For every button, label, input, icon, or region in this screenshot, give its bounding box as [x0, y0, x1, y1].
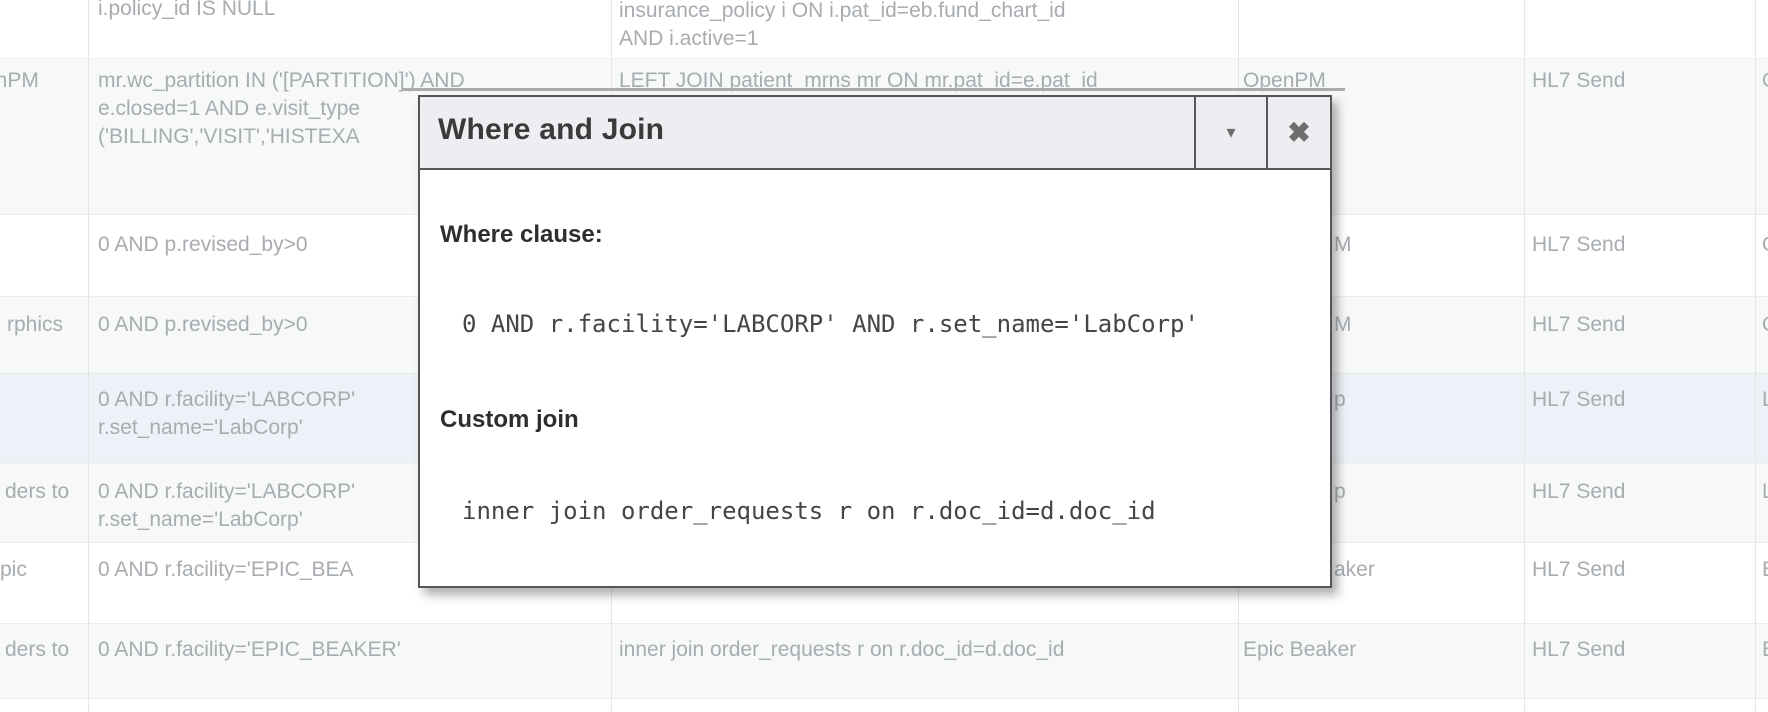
message-type-cell: HL7 Send	[1532, 388, 1626, 411]
message-type-cell: HL7 Send	[1532, 480, 1626, 503]
clipped-cell-text: aker	[1334, 558, 1375, 581]
source-cell-clipped: enPM	[0, 69, 39, 92]
where-clause-cell: 0 AND p.revised_by>0	[98, 313, 308, 336]
where-clause-cell: i.policy_id IS NULL	[98, 0, 276, 20]
where-clause-cell: 0 AND r.facility='EPIC_BEAKER'	[98, 638, 401, 661]
column-divider	[1524, 0, 1525, 712]
clipped-cell-text: M	[1334, 233, 1352, 256]
clipped-column-text: E	[1762, 556, 1768, 584]
dialog-title: Where and Join	[438, 113, 665, 146]
source-cell-clipped: rphics	[7, 313, 64, 336]
collapse-button[interactable]: ▾	[1194, 97, 1266, 168]
dialog-body: Where clause: 0 AND r.facility='LABCORP'…	[420, 170, 1330, 586]
where-clause-cell: mr.wc_partition IN ('[PARTITION]') AND e…	[98, 69, 465, 148]
system-cell: Epic Beaker	[1243, 638, 1357, 661]
dialog-shadow-line	[403, 88, 1345, 91]
table-row[interactable]: i.policy_id IS NULL insurance_policy i O…	[0, 0, 1768, 58]
where-and-join-dialog: Where and Join ▾ ✖ Where clause: 0 AND r…	[418, 95, 1332, 588]
close-icon: ✖	[1287, 117, 1311, 148]
message-type-cell: HL7 Send	[1532, 69, 1626, 92]
clipped-column-text: L	[1762, 480, 1768, 503]
source-cell-clipped: pic	[0, 558, 27, 581]
source-cell-clipped: ders to	[5, 480, 70, 503]
message-type-cell: HL7 Send	[1532, 638, 1626, 661]
clipped-cell-text: M	[1334, 313, 1352, 336]
clipped-column-text: E	[1762, 636, 1768, 664]
table-row	[0, 698, 1768, 712]
clipped-column-text: O	[1762, 67, 1768, 95]
custom-join-label: Custom join	[440, 406, 579, 433]
where-clause-value: 0 AND r.facility='LABCORP' AND r.set_nam…	[462, 310, 1199, 338]
column-divider	[1755, 0, 1756, 712]
message-type-cell: HL7 Send	[1532, 558, 1626, 581]
dialog-titlebar[interactable]: Where and Join ▾ ✖	[420, 97, 1330, 170]
close-button[interactable]: ✖	[1266, 97, 1330, 168]
clipped-cell-text: p	[1334, 480, 1346, 503]
chevron-down-icon: ▾	[1226, 122, 1236, 142]
system-cell: OpenPM	[1243, 69, 1326, 92]
clipped-column-text: O	[1762, 231, 1768, 259]
clipped-column-text: L	[1762, 388, 1768, 411]
where-clause-cell: 0 AND p.revised_by>0	[98, 233, 308, 256]
custom-join-value: inner join order_requests r on r.doc_id=…	[462, 497, 1156, 525]
message-type-cell: HL7 Send	[1532, 313, 1626, 336]
where-clause-cell: 0 AND r.facility='EPIC_BEA	[98, 558, 354, 581]
table-row[interactable]: ders to 0 AND r.facility='EPIC_BEAKER' i…	[0, 623, 1768, 698]
where-clause-cell: 0 AND r.facility='LABCORP' r.set_name='L…	[98, 388, 356, 439]
clipped-column-text: O	[1762, 311, 1768, 339]
where-clause-cell: 0 AND r.facility='LABCORP' r.set_name='L…	[98, 480, 356, 531]
join-clause-cell: inner join order_requests r on r.doc_id=…	[619, 638, 1065, 661]
source-cell-clipped: ders to	[5, 638, 70, 661]
clipped-cell-text: p	[1334, 388, 1346, 411]
where-clause-label: Where clause:	[440, 221, 603, 248]
join-clause-cell: insurance_policy i ON i.pat_id=eb.fund_c…	[619, 0, 1066, 50]
message-type-cell: HL7 Send	[1532, 233, 1626, 256]
column-divider	[88, 0, 89, 712]
join-clause-cell: LEFT JOIN patient_mrns mr ON mr.pat_id=e…	[619, 69, 1098, 92]
